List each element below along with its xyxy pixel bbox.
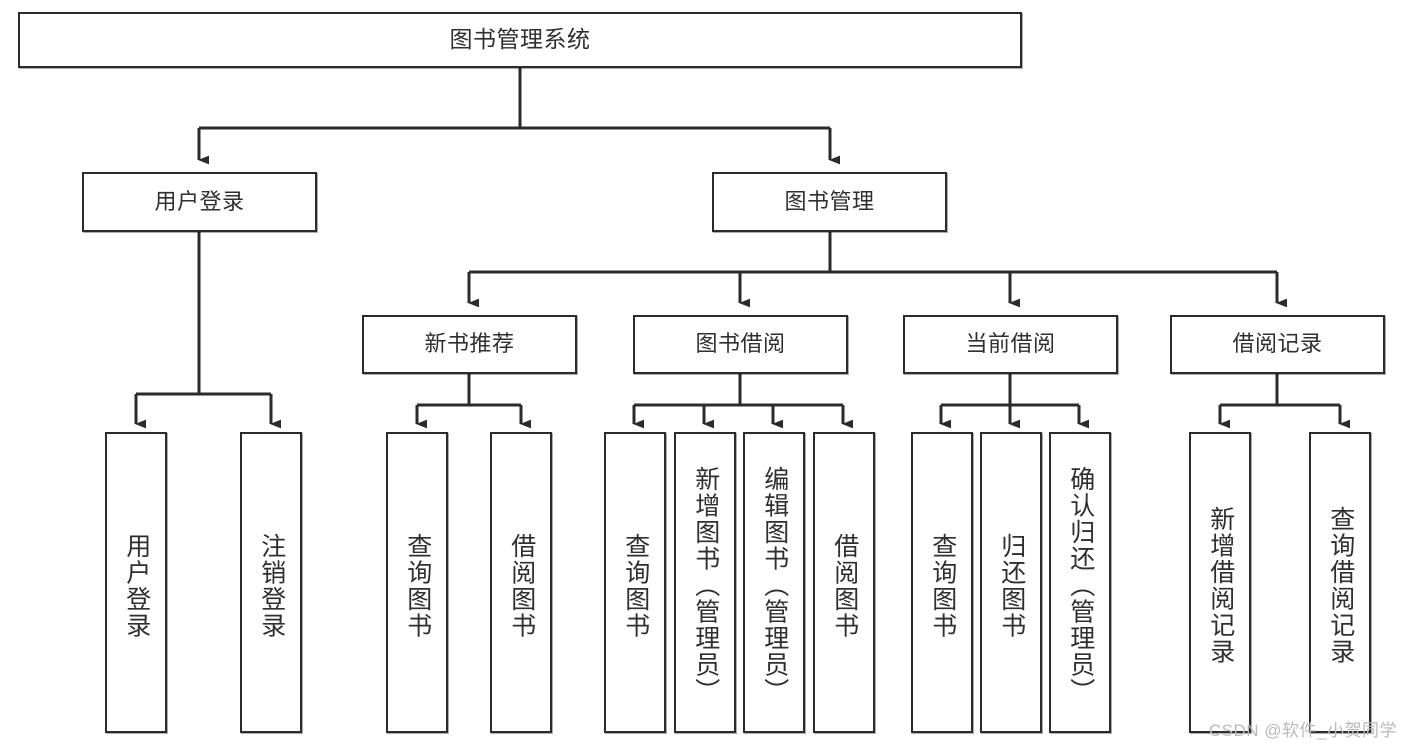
leaf-current-borrow-return-book[interactable]: 归还图书	[980, 432, 1042, 733]
node-label: 查询图书	[621, 532, 650, 639]
leaf-new-book-borrow-book[interactable]: 借阅图书	[490, 432, 552, 733]
node-label: 新增借阅记录	[1206, 506, 1235, 665]
node-new-book-recommend[interactable]: 新书推荐	[362, 315, 577, 374]
leaf-user-login-login[interactable]: 用户登录	[105, 432, 167, 733]
leaf-borrow-record-add-record[interactable]: 新增借阅记录	[1189, 432, 1251, 733]
leaf-current-borrow-query-book[interactable]: 查询图书	[911, 432, 973, 733]
node-user-login[interactable]: 用户登录	[82, 172, 317, 232]
leaf-user-login-logout[interactable]: 注销登录	[240, 432, 302, 733]
node-label: 查询借阅记录	[1326, 506, 1355, 665]
node-book-management-system[interactable]: 图书管理系统	[18, 12, 1022, 68]
node-label: 归还图书	[997, 532, 1026, 639]
node-label: 当前借阅	[965, 331, 1056, 357]
node-label: 确认归还（管理员）	[1066, 466, 1095, 705]
node-borrow-record[interactable]: 借阅记录	[1170, 315, 1385, 374]
node-book-borrow[interactable]: 图书借阅	[633, 315, 848, 374]
node-label: 图书借阅	[695, 331, 786, 357]
node-label: 图书管理系统	[449, 26, 591, 53]
leaf-book-borrow-query-book[interactable]: 查询图书	[604, 432, 666, 733]
node-label: 新书推荐	[424, 331, 515, 357]
node-label: 借阅记录	[1232, 331, 1323, 357]
node-label: 编辑图书（管理员）	[760, 466, 789, 705]
node-label: 新增图书（管理员）	[691, 466, 720, 705]
leaf-book-borrow-borrow-book[interactable]: 借阅图书	[813, 432, 875, 733]
node-label: 查询图书	[403, 532, 432, 639]
leaf-borrow-record-query-record[interactable]: 查询借阅记录	[1309, 432, 1371, 733]
leaf-book-borrow-add-book-admin[interactable]: 新增图书（管理员）	[674, 432, 736, 733]
node-label: 图书管理	[784, 188, 875, 214]
node-label: 借阅图书	[507, 532, 536, 639]
node-current-borrow[interactable]: 当前借阅	[903, 315, 1118, 374]
node-book-management[interactable]: 图书管理	[712, 172, 947, 232]
node-label: 借阅图书	[830, 532, 859, 639]
node-label: 用户登录	[154, 188, 245, 214]
node-label: 查询图书	[928, 532, 957, 639]
leaf-new-book-query-book[interactable]: 查询图书	[386, 432, 448, 733]
node-label: 注销登录	[257, 532, 286, 639]
leaf-current-borrow-confirm-return-admin[interactable]: 确认归还（管理员）	[1049, 432, 1111, 733]
node-label: 用户登录	[122, 532, 151, 639]
leaf-book-borrow-edit-book-admin[interactable]: 编辑图书（管理员）	[743, 432, 805, 733]
csdn-watermark: CSDN @软件_小贺同学	[1208, 721, 1397, 740]
